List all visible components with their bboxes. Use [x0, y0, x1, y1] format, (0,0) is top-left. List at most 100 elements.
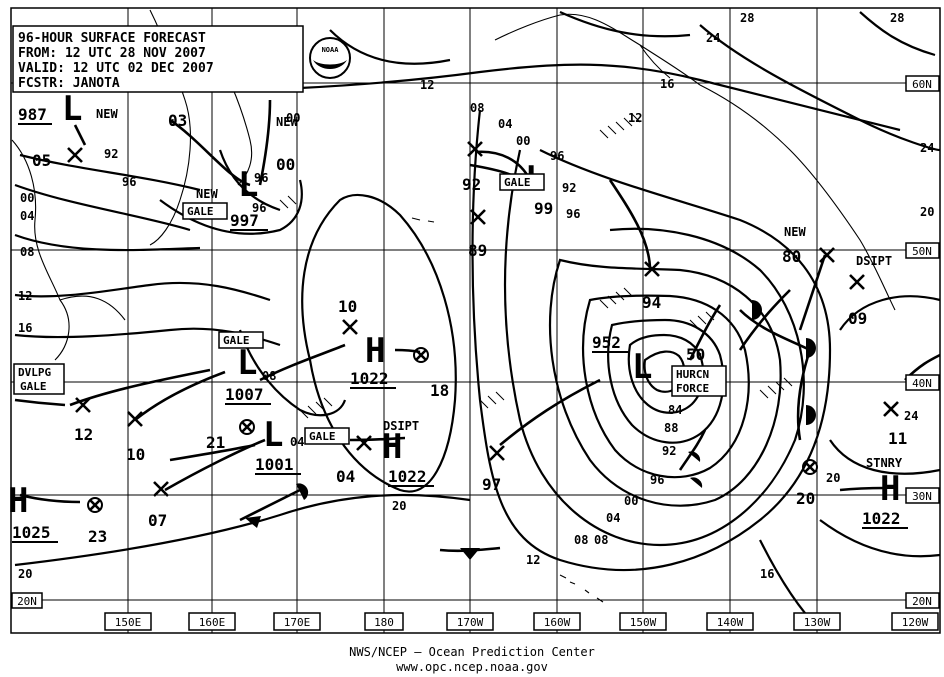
iso-label: 12: [18, 289, 32, 303]
fcst-99: 99: [534, 199, 553, 218]
iso-label: 20: [826, 471, 840, 485]
iso-label: 92: [562, 181, 576, 195]
pressure-1022-b: 1022: [388, 467, 427, 486]
lon-150w: 150W: [630, 616, 657, 629]
svg-text:H: H: [382, 427, 402, 467]
coastlines: [11, 9, 896, 603]
lon-170e: 170E: [284, 616, 311, 629]
warning-developing-gale: GALE: [20, 380, 47, 393]
info-valid: VALID: 12 UTC 02 DEC 2007: [18, 61, 214, 76]
note-new-3: NEW: [196, 187, 218, 201]
movement-arrows: [14, 99, 941, 504]
iso-label: 08: [470, 101, 484, 115]
note-stnry: STNRY: [866, 456, 903, 470]
forecast-labels: 05 03 00 10 21 10 07 12 23 04 18 97 89 9…: [32, 111, 907, 546]
pressure-952: 952: [592, 333, 621, 352]
credit-line-1: NWS/NCEP — Ocean Prediction Center: [349, 645, 595, 659]
svg-text:L: L: [263, 415, 283, 455]
fcst-97: 97: [482, 475, 501, 494]
fcst-50: 50: [686, 345, 705, 364]
lon-120w: 120W: [902, 616, 929, 629]
note-dsipt-2: DSIPT: [856, 254, 892, 268]
lon-140w: 140W: [717, 616, 744, 629]
iso-label: 28: [740, 11, 754, 25]
iso-label: 96: [252, 201, 266, 215]
lon-130w: 130W: [804, 616, 831, 629]
fcst-92: 92: [462, 175, 481, 194]
fcst-18: 18: [430, 381, 449, 400]
iso-label: 96: [566, 207, 580, 221]
fcst-23: 23: [88, 527, 107, 546]
iso-label: 16: [660, 77, 674, 91]
iso-label: 92: [662, 444, 676, 458]
iso-label: 04: [290, 435, 304, 449]
warning-gale-2: GALE: [504, 176, 531, 189]
note-dsipt-1: DSIPT: [383, 419, 419, 433]
note-new-2: NEW: [276, 115, 298, 129]
lat-50n: 50N: [912, 245, 932, 258]
info-from: FROM: 12 UTC 28 NOV 2007: [18, 46, 206, 61]
fcst-00: 00: [276, 155, 295, 174]
longitude-labels: 150E 160E 170E 180 170W 160W 150W 140W 1…: [104, 612, 939, 631]
iso-label: 16: [760, 567, 774, 581]
fcst-12: 12: [74, 425, 93, 444]
fcst-80: 80: [782, 247, 801, 266]
iso-label: 00: [624, 494, 638, 508]
fcst-04: 04: [336, 467, 355, 486]
iso-label: 08: [594, 533, 608, 547]
iso-label: 12: [526, 553, 540, 567]
svg-text:H: H: [8, 481, 28, 521]
pressure-1025: 1025: [12, 523, 51, 542]
warning-developing: DVLPG: [18, 366, 51, 379]
lon-160e: 160E: [199, 616, 226, 629]
iso-label: 24: [920, 141, 934, 155]
pressure-1007: 1007: [225, 385, 264, 404]
fcst-09: 09: [848, 309, 867, 328]
iso-label: 00: [516, 134, 530, 148]
note-new-4: NEW: [784, 225, 806, 239]
credit-line-2: www.opc.ncep.noaa.gov: [396, 660, 548, 674]
noaa-logo: NOAA: [309, 37, 351, 79]
pressure-997: 997: [230, 211, 259, 230]
info-forecaster: FCSTR: JANOTA: [18, 76, 120, 91]
warning-gale-3: GALE: [223, 334, 250, 347]
iso-label: 92: [104, 147, 118, 161]
iso-label: 08: [20, 245, 34, 259]
latitude-labels: 20N 60N 50N 40N 30N 20N: [11, 75, 940, 609]
credit: NWS/NCEP — Ocean Prediction Center www.o…: [349, 645, 595, 674]
warning-hurricane: HURCN: [676, 368, 709, 381]
note-new-1: NEW: [96, 107, 118, 121]
system-notes: NEW NEW NEW NEW DSIPT DSIPT STNRY: [96, 107, 903, 470]
fcst-10-a: 10: [338, 297, 357, 316]
lon-180: 180: [374, 616, 394, 629]
pressure-1001: 1001: [255, 455, 294, 474]
lat-30n: 30N: [912, 490, 932, 503]
pressure-1022-c: 1022: [862, 509, 901, 528]
isobar-labels: 12 20 24 28 28 16 12 24 20 92 96 96 00 0…: [18, 11, 934, 581]
lon-160w: 160W: [544, 616, 571, 629]
svg-text:L: L: [238, 165, 258, 205]
fcst-10-b: 10: [126, 445, 145, 464]
iso-label: 00: [20, 191, 34, 205]
fronts: [239, 300, 816, 560]
fcst-21: 21: [206, 433, 225, 452]
iso-label: 00: [286, 111, 300, 125]
svg-text:L: L: [632, 347, 652, 387]
map-frame: [10, 7, 941, 634]
fcst-07: 07: [148, 511, 167, 530]
lon-170w: 170W: [457, 616, 484, 629]
svg-text:H: H: [365, 331, 385, 371]
central-pressures: 987 997 1007 1001 952 1022 1022 1025 102…: [12, 105, 908, 543]
fcst-89: 89: [468, 241, 487, 260]
iso-label: 20: [18, 567, 32, 581]
iso-label: 20: [392, 499, 406, 513]
iso-label: 12: [628, 111, 642, 125]
forecast-info-box: 96-HOUR SURFACE FORECAST FROM: 12 UTC 28…: [12, 25, 304, 93]
warning-gale-4: GALE: [309, 430, 336, 443]
svg-text:H: H: [880, 469, 900, 509]
noaa-logo-text: NOAA: [322, 46, 340, 54]
warning-hatching: [279, 113, 793, 419]
iso-label: 08: [262, 369, 276, 383]
svg-text:L: L: [237, 343, 257, 383]
